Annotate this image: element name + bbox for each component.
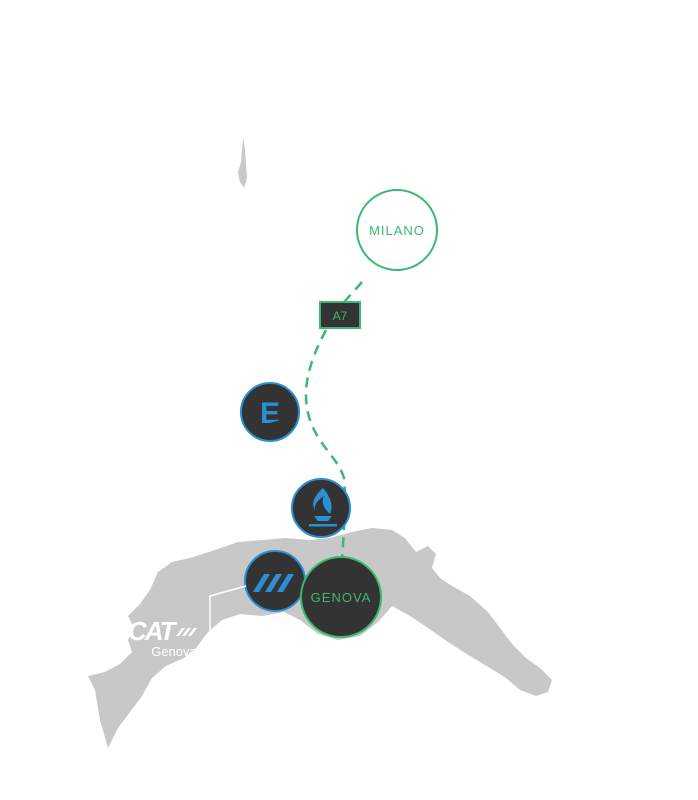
genova-label: GENOVA xyxy=(311,590,372,605)
milano-marker[interactable]: MILANO xyxy=(356,189,438,271)
cat-city-text: Genova xyxy=(151,644,197,659)
a7-label: A7 xyxy=(333,309,348,323)
milano-label: MILANO xyxy=(369,223,425,238)
flame-icon xyxy=(309,488,337,527)
cat-stripes-icon xyxy=(176,628,197,636)
cat-logo-text: CAT xyxy=(128,616,178,646)
stripes-company-marker[interactable] xyxy=(244,550,306,612)
flame-company-marker[interactable] xyxy=(291,478,351,538)
island-shape xyxy=(238,137,247,188)
office-connector-line xyxy=(209,585,247,648)
liguria-region xyxy=(88,528,552,748)
stripes-icon xyxy=(253,574,294,592)
genova-marker[interactable]: GENOVA xyxy=(300,556,382,638)
a7-badge: A7 xyxy=(319,301,361,329)
cat-genova-logo: CAT Genova xyxy=(128,616,198,659)
e-company-marker[interactable]: E xyxy=(240,382,300,442)
